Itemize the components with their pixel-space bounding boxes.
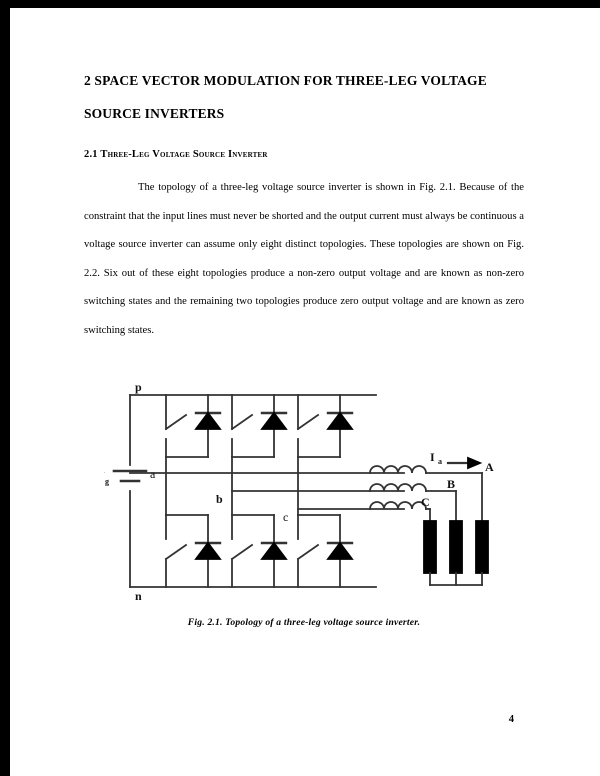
leg-b-lower-diode-triangle xyxy=(260,541,288,560)
resistor-phase-c xyxy=(423,520,437,574)
inverter-leg-c xyxy=(296,394,405,588)
leg-a-upper-diode-triangle xyxy=(194,411,222,430)
scan-edge-left xyxy=(0,0,10,776)
circuit-text-labels: p n V g a b c I a A B C xyxy=(104,381,494,601)
resistor-phase-a xyxy=(475,520,489,574)
leg-b-lower-switch-blade xyxy=(230,543,254,561)
inductor-phase-c xyxy=(369,501,427,510)
label-rail-positive: p xyxy=(135,381,142,394)
doc-title-line-2: SOURCE INVERTERS xyxy=(84,106,225,121)
leg-a-lower-switch-blade xyxy=(164,543,188,561)
label-node-c: c xyxy=(283,510,288,524)
inductor-phase-a xyxy=(369,465,427,474)
label-rail-negative: n xyxy=(135,589,142,601)
resistor-phase-b xyxy=(449,520,463,574)
circuit-diagram-svg: p n V g a b c I a A B C xyxy=(104,381,494,601)
page-content: 2 SPACE VECTOR MODULATION FOR THREE-LEG … xyxy=(84,64,524,628)
current-arrow-head xyxy=(467,456,483,470)
current-arrow-ia xyxy=(446,456,483,470)
load-inductors xyxy=(369,465,483,510)
load-resistors xyxy=(423,472,489,586)
leg-b-upper-diode-triangle xyxy=(260,411,288,430)
label-phase-b: B xyxy=(447,477,455,491)
label-current-subscript: a xyxy=(438,457,442,466)
inductor-phase-b xyxy=(369,483,427,492)
inverter-leg-b xyxy=(230,394,405,588)
scan-edge-top xyxy=(0,0,600,8)
document-page: 2 SPACE VECTOR MODULATION FOR THREE-LEG … xyxy=(10,8,600,776)
section-heading: 2.1 Three-Leg Voltage Source Inverter xyxy=(84,148,524,162)
section-title: Three-Leg Voltage Source Inverter xyxy=(100,149,268,160)
label-node-b: b xyxy=(216,492,223,506)
section-number: 2.1 xyxy=(84,149,98,160)
page-number: 4 xyxy=(508,714,514,725)
page-title: 2 SPACE VECTOR MODULATION FOR THREE-LEG … xyxy=(84,64,524,130)
dc-source-symbol xyxy=(112,469,148,483)
label-source-subscript: g xyxy=(105,477,109,486)
figure-caption: Fig. 2.1. Topology of a three-leg voltag… xyxy=(187,617,421,628)
doc-title-line-1: 2 SPACE VECTOR MODULATION FOR THREE-LEG … xyxy=(84,73,487,88)
leg-c-lower-switch-blade xyxy=(296,543,320,561)
label-phase-a: A xyxy=(485,460,494,474)
label-current: I xyxy=(430,450,435,464)
leg-c-lower-diode-triangle xyxy=(326,541,354,560)
inverter-leg-a xyxy=(129,394,405,588)
leg-c-upper-switch-blade xyxy=(296,413,320,431)
leg-c-upper-diode-triangle xyxy=(326,411,354,430)
leg-a-upper-switch-blade xyxy=(164,413,188,431)
label-node-a: a xyxy=(150,467,156,481)
figure-2-1: p n V g a b c I a A B C Fig. 2.1. Topolo… xyxy=(84,381,524,628)
leg-b-upper-switch-blade xyxy=(230,413,254,431)
label-source: V xyxy=(104,469,105,483)
body-paragraph: The topology of a three-leg voltage sour… xyxy=(84,182,524,336)
leg-a-lower-diode-triangle xyxy=(194,541,222,560)
label-phase-c: C xyxy=(421,495,430,509)
dc-bus-rails xyxy=(129,394,377,588)
